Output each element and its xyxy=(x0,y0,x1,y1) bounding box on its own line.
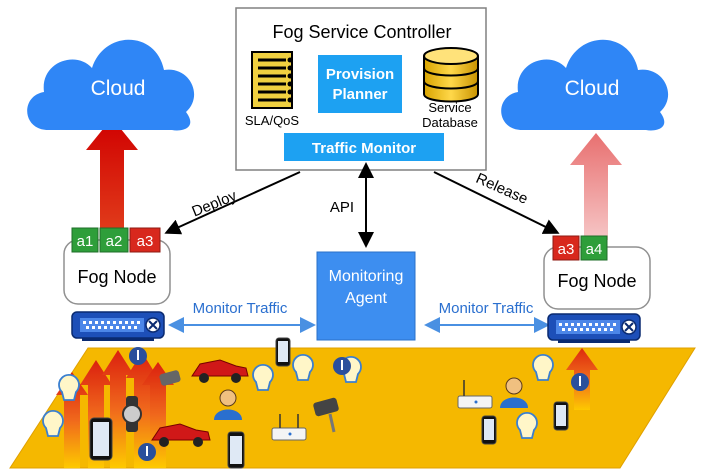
car-icon xyxy=(151,359,249,447)
app-a3-left xyxy=(129,227,161,253)
app-a1-left xyxy=(71,227,99,253)
monitoring-agent: Monitoring Agent xyxy=(316,251,416,341)
fog-node-left: Fog Node a1 a2 a3 xyxy=(63,227,171,305)
traffic-monitor-label: Traffic Monitor xyxy=(312,140,416,157)
provision-line1: Provision xyxy=(326,66,394,83)
service-database-icon xyxy=(423,47,479,103)
fog-node-left-label: Fog Node xyxy=(77,267,156,287)
cloud-right-label: Cloud xyxy=(565,77,620,100)
watch-icon xyxy=(122,396,142,432)
network-switch-left-icon xyxy=(71,311,165,341)
fog-service-controller: Fog Service Controller SLA/QoS Provision… xyxy=(235,7,487,171)
app-a3-right xyxy=(552,235,580,261)
db-line1: Service xyxy=(428,100,471,115)
app-a4-right-label: a4 xyxy=(586,241,603,258)
network-switch-right-icon xyxy=(547,313,641,343)
person-icon xyxy=(214,377,528,420)
monitor-traffic-left-label: Monitor Traffic xyxy=(193,300,288,317)
security-camera-icon xyxy=(159,370,339,433)
router-icon xyxy=(271,380,493,441)
controller-title: Fog Service Controller xyxy=(272,22,451,42)
fog-node-right-label: Fog Node xyxy=(557,271,636,291)
provision-line2: Planner xyxy=(332,86,387,103)
lightbulb-icon xyxy=(42,353,554,439)
app-a2-left xyxy=(99,227,129,253)
db-line2: Database xyxy=(422,115,478,130)
cloud-left-label: Cloud xyxy=(91,77,146,100)
monitor-traffic-right-label: Monitor Traffic xyxy=(439,300,534,317)
provision-planner-box xyxy=(318,55,402,113)
cloud-left: Cloud xyxy=(27,39,195,131)
uplink-arrow-right xyxy=(570,133,622,240)
app-a3-right-label: a3 xyxy=(558,241,575,258)
app-a2-left-label: a2 xyxy=(106,233,123,250)
sla-label: SLA/QoS xyxy=(245,113,300,128)
release-label: Release xyxy=(473,170,530,208)
agent-line1: Monitoring xyxy=(329,268,404,285)
ground-arrows-left xyxy=(56,350,174,468)
traffic-monitor-box xyxy=(284,133,444,161)
deploy-arrow xyxy=(164,171,301,235)
uplink-arrow-left xyxy=(86,118,138,228)
deploy-label: Deploy xyxy=(189,187,239,220)
app-a3-left-label: a3 xyxy=(137,233,154,250)
sla-document-icon xyxy=(251,51,293,109)
cloud-right: Cloud xyxy=(501,39,669,131)
api-label: API xyxy=(330,199,354,216)
app-a4-right xyxy=(580,235,608,261)
release-arrow xyxy=(433,171,560,234)
fog-node-right: Fog Node a3 a4 xyxy=(543,235,651,310)
app-a1-left-label: a1 xyxy=(77,233,94,250)
agent-line2: Agent xyxy=(345,290,387,307)
